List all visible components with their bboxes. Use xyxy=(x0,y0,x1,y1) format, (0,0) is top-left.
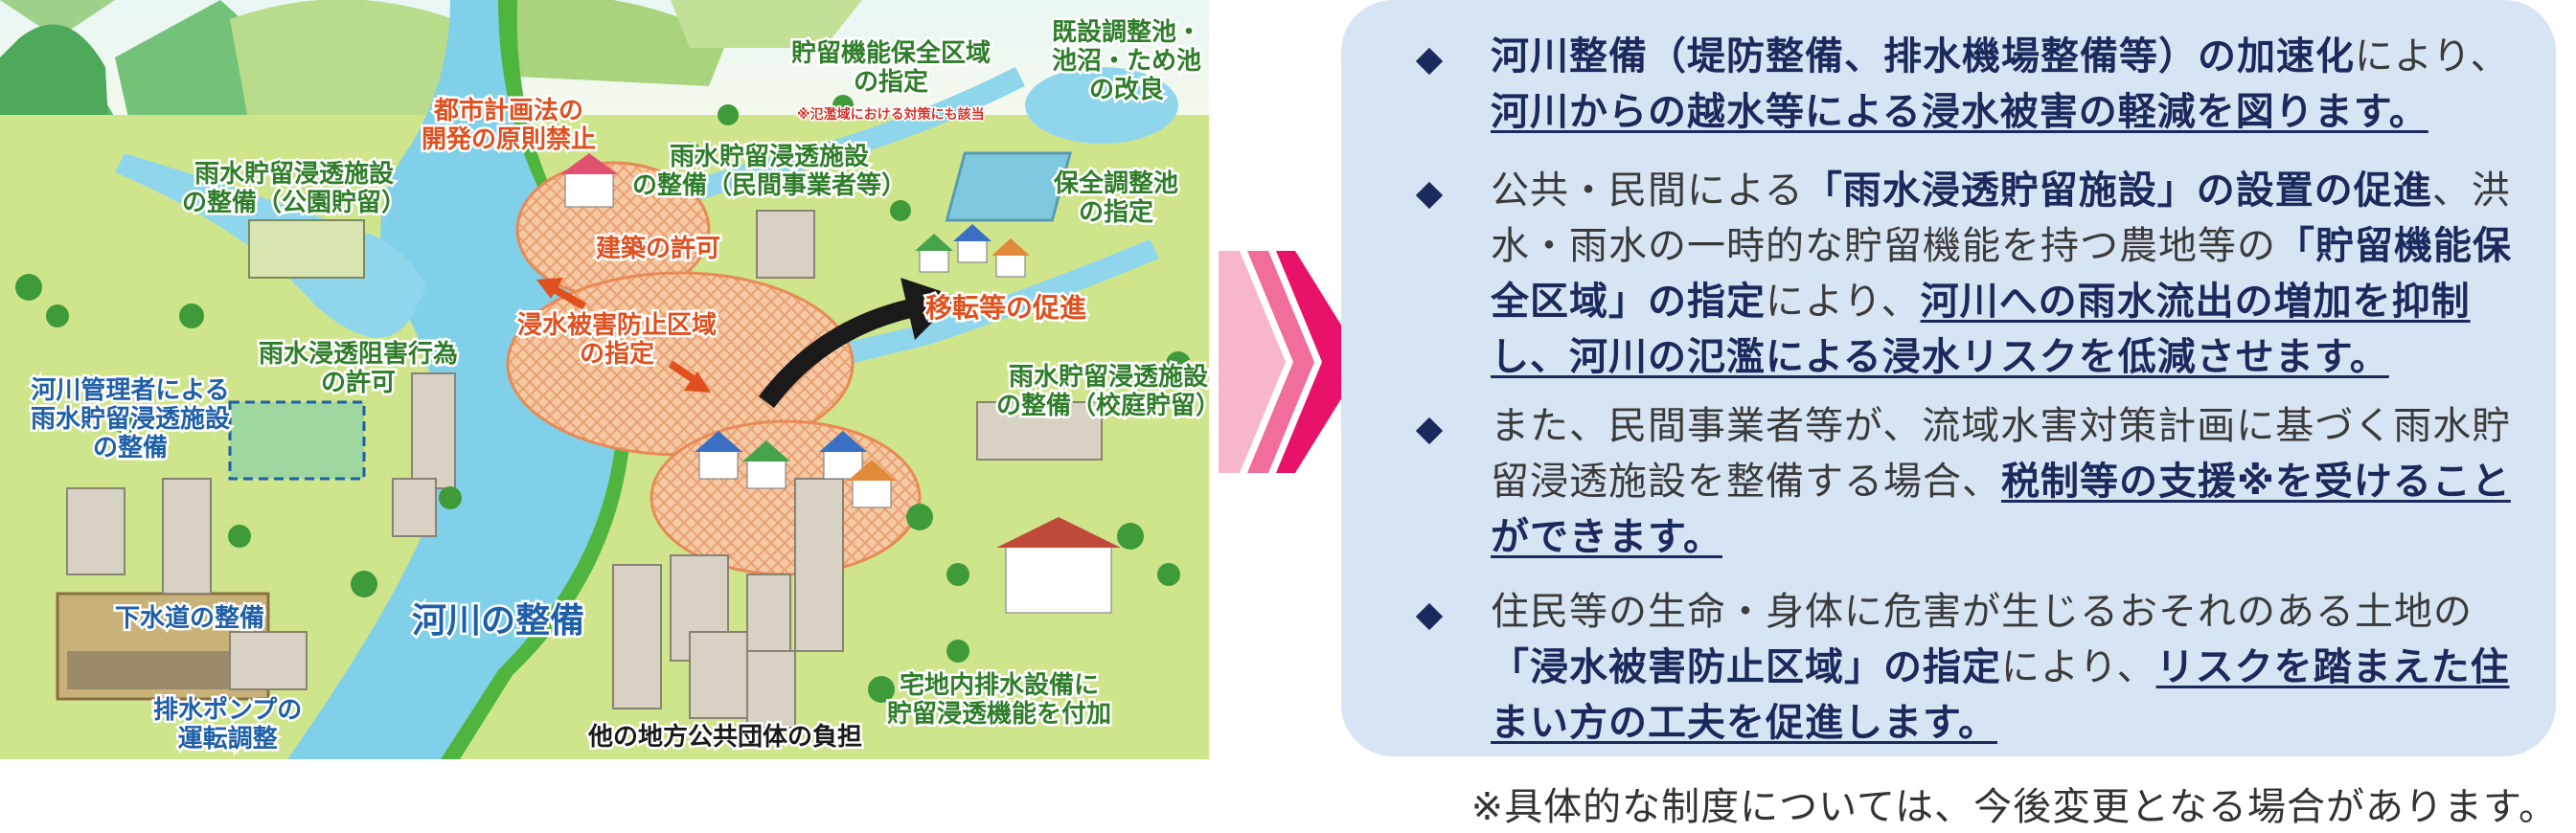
emphasis-underlined-text: 河川からの越水等による浸水被害の軽減を図ります。 xyxy=(1491,90,2428,134)
label-home-drainage: 宅地内排水設備に 貯留浸透機能を付加 xyxy=(884,669,1113,732)
label-infiltration-permit: 雨水浸透阻害行為 の許可 xyxy=(256,338,460,400)
emphasis-underlined-text: 税制等の支援※を受けることができます。 xyxy=(1491,460,2511,559)
body-text: 公共・民間による xyxy=(1491,169,1804,213)
measure-text: 河川整備（堤防整備、排水機場整備等）の加速化により、河川からの越水等による浸水被… xyxy=(1491,29,2535,140)
chevron-light-icon xyxy=(1219,251,1286,473)
emphasis-text: 「雨水浸透貯留施設」の設置の促進 xyxy=(1803,169,2432,213)
diamond-bullet-icon xyxy=(1415,416,1444,445)
label-sewer: 下水道の整備 xyxy=(112,602,266,636)
body-text: により、 xyxy=(2001,645,2156,689)
body-text: また、民間事業者等が、流域水害対策計画に基づく雨水貯留浸透施設を整備する場合、 xyxy=(1491,404,2512,504)
label-storage-zone: 貯留機能保全区域 の指定 xyxy=(788,37,992,100)
measure-text: 公共・民間による「雨水浸透貯留施設」の設置の促進、洪水・雨水の一時的な貯留機能を… xyxy=(1491,163,2535,385)
diamond-bullet-icon xyxy=(1415,181,1444,210)
measure-text: また、民間事業者等が、流域水害対策計画に基づく雨水貯留浸透施設を整備する場合、税… xyxy=(1491,398,2535,565)
emphasis-text: 「貯留機能保全区域」の指定 xyxy=(1491,224,2512,324)
body-text: により、 xyxy=(1766,280,1921,324)
label-building-permit: 建築の許可 xyxy=(593,233,722,266)
label-storage-zone-note: ※氾濫域における対策にも該当 xyxy=(796,105,987,124)
label-damage-prevention-zone: 浸水被害防止区域 の指定 xyxy=(514,309,718,371)
diamond-bullet-icon xyxy=(1415,602,1444,631)
measure-text: 住民等の生命・身体に危害が生じるおそれのある土地の「浸水被害防止区域」の指定によ… xyxy=(1491,584,2535,751)
emphasis-underlined-text: 河川への雨水流出の増加を抑制し、河川の氾濫による浸水リスクを低減させます。 xyxy=(1491,280,2471,379)
emphasis-underlined-text: リスクを踏まえた住まい方の工夫を促進します。 xyxy=(1491,645,2510,745)
label-schoolyard-storage: 雨水貯留浸透施設 の整備（校庭貯留） xyxy=(993,361,1222,423)
label-conservation-pond: 保全調整池 の指定 xyxy=(1051,168,1180,230)
label-park-storage: 雨水貯留浸透施設 の整備（公園貯留） xyxy=(179,158,408,220)
flood-countermeasures-illustration: 都市計画法の 開発の原則禁止 貯留機能保全区域 の指定 ※氾濫域における対策にも… xyxy=(0,0,1223,759)
body-text: 住民等の生命・身体に危害が生じるおそれのある土地の xyxy=(1491,590,2473,634)
label-relocation: 移転等の促進 xyxy=(923,290,1088,326)
label-urban-planning: 都市計画法の 開発の原則禁止 xyxy=(419,95,598,157)
label-existing-ponds: 既設調整池・ 池沼・ため池 の改良 xyxy=(1049,16,1203,107)
emphasis-text: 「浸水被害防止区域」の指定 xyxy=(1491,645,2001,689)
measures-panel: 河川整備（堤防整備、排水機場整備等）の加速化により、河川からの越水等による浸水被… xyxy=(1341,0,2556,756)
body-text: 、洪水・雨水の一時的な貯留機能を持つ農地等の xyxy=(1491,169,2511,268)
label-drain-pump: 排水ポンプの 運転調整 xyxy=(150,694,304,756)
label-private-storage: 雨水貯留浸透施設 の整備（民間事業者等） xyxy=(629,141,908,203)
body-text: により、 xyxy=(2355,34,2510,79)
emphasis-text: 河川整備（堤防整備、排水機場整備等）の加速化 xyxy=(1491,34,2355,79)
chevron-mid-icon xyxy=(1247,251,1314,473)
label-other-municipalities: 他の地方公共団体の負担 xyxy=(585,721,864,754)
label-river-improvement: 河川の整備 xyxy=(409,598,586,642)
label-river-admin-storage: 河川管理者による 雨水貯留浸透施設 の整備 xyxy=(28,374,232,465)
diamond-bullet-icon xyxy=(1415,47,1444,76)
disclaimer-note: ※具体的な制度については、今後変更となる場合があります。 xyxy=(1470,785,2558,829)
city-river-scene xyxy=(0,0,1209,759)
